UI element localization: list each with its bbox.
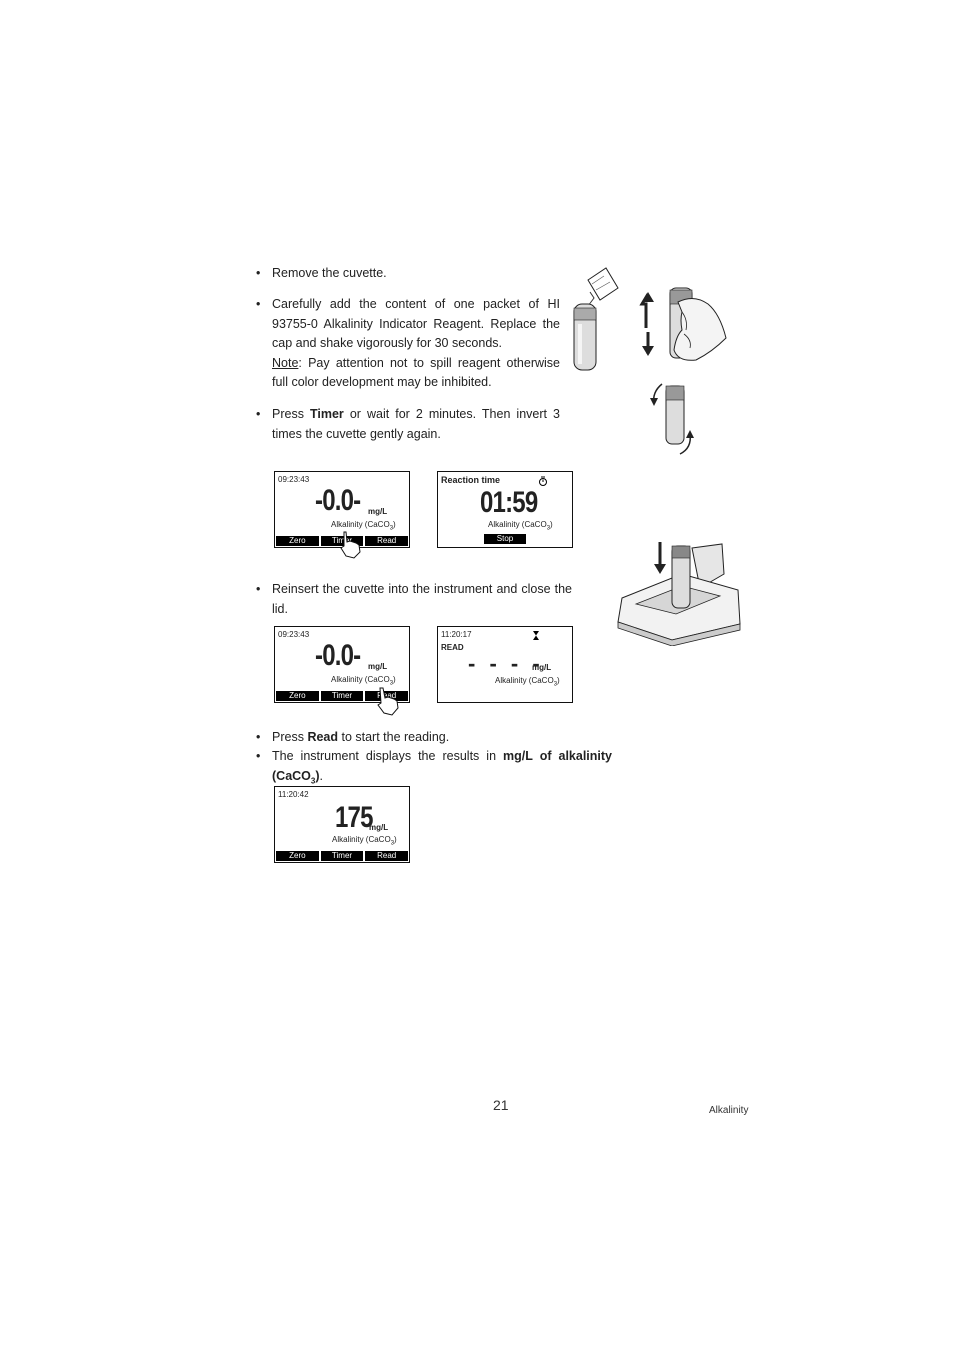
text-pre: Press bbox=[272, 730, 308, 744]
pointing-hand-icon bbox=[377, 687, 399, 716]
read-button[interactable]: Read bbox=[365, 851, 409, 861]
step-text: Press Read to start the reading. bbox=[272, 728, 572, 748]
read-button[interactable]: Read bbox=[365, 536, 409, 546]
softkey-bar: Zero Timer Read bbox=[276, 691, 409, 701]
zero-button[interactable]: Zero bbox=[276, 851, 319, 861]
text-post: or wait for 2 minutes. Then invert 3 tim… bbox=[272, 407, 560, 441]
page-number: 21 bbox=[493, 1097, 509, 1113]
note-label: Note bbox=[272, 355, 299, 370]
step-text: Carefully add the content of one packet … bbox=[272, 295, 560, 393]
bullet-dot: • bbox=[256, 266, 261, 280]
pointing-hand-icon bbox=[340, 531, 361, 559]
measurement-value: -0.0- bbox=[315, 639, 361, 672]
lcd-screen-result: 11:20:42 175 mg/L Alkalinity (CaCO3) Zer… bbox=[274, 786, 410, 863]
lcd-screen-zero-2: 09:23:43 -0.0- mg/L Alkalinity (CaCO3) Z… bbox=[274, 626, 410, 703]
zero-button[interactable]: Zero bbox=[276, 691, 319, 701]
parameter-label: Alkalinity (CaCO3) bbox=[488, 520, 553, 532]
measurement-value: -0.0- bbox=[315, 484, 361, 517]
reagent-packet-illustration bbox=[573, 267, 619, 371]
read-keyword: Read bbox=[307, 730, 339, 744]
unit-label: mg/L bbox=[368, 507, 388, 516]
result-value: 175 bbox=[335, 801, 373, 834]
zero-button[interactable]: Zero bbox=[276, 536, 319, 546]
step-text: Reinsert the cuvette into the instrument… bbox=[272, 582, 572, 616]
step-text: The instrument displays the results in m… bbox=[272, 747, 612, 791]
parameter-label: Alkalinity (CaCO3) bbox=[495, 676, 560, 688]
bullet-dot: • bbox=[256, 582, 261, 596]
screen-title: Reaction time bbox=[441, 475, 501, 485]
parameter-label: Alkalinity (CaCO3) bbox=[332, 835, 397, 847]
read-button[interactable]: Read bbox=[365, 691, 409, 701]
section-footer: Alkalinity bbox=[709, 1105, 749, 1116]
stopwatch-icon bbox=[539, 476, 547, 486]
instrument-insert-illustration bbox=[617, 542, 741, 646]
timer-keyword: Timer bbox=[309, 407, 344, 421]
mode-label: READ bbox=[441, 643, 464, 652]
text-pre: Press bbox=[272, 407, 310, 421]
bullet-dot: • bbox=[256, 297, 261, 311]
text-pre: The instrument displays the results in bbox=[272, 749, 504, 763]
countdown-value: 01:59 bbox=[480, 486, 538, 519]
timer-button[interactable]: Timer bbox=[320, 851, 364, 861]
bullet-dot: • bbox=[256, 749, 261, 763]
unit-label: mg/L bbox=[369, 823, 389, 832]
parameter-label: Alkalinity (CaCO3) bbox=[331, 520, 396, 532]
bullet-dot: • bbox=[256, 730, 261, 744]
clock: 09:23:43 bbox=[278, 475, 310, 484]
clock: 11:20:42 bbox=[278, 790, 309, 799]
measurement-value: - - - - bbox=[468, 651, 544, 676]
clock: 09:23:43 bbox=[278, 630, 310, 639]
note-text: : Pay attention not to spill reagent oth… bbox=[272, 355, 560, 390]
result-unit-keyword: mg/L of alkalinity (CaCO3) bbox=[272, 749, 612, 785]
lcd-screen-reading: 11:20:17 READ - - - - mg/L Alkalinity (C… bbox=[437, 626, 573, 703]
bullet-dot: • bbox=[256, 407, 261, 421]
softkey-bar: Zero Timer Read bbox=[276, 536, 409, 546]
lcd-screen-reaction-time: Reaction time 01:59 Alkalinity (CaCO3) S… bbox=[437, 471, 573, 548]
shake-cuvette-illustration bbox=[639, 287, 727, 361]
stop-button[interactable]: Stop bbox=[484, 534, 526, 544]
unit-label: mg/L bbox=[368, 662, 388, 671]
step-text: Press Timer or wait for 2 minutes. Then … bbox=[272, 405, 560, 444]
text-post: . bbox=[319, 768, 324, 783]
text-post: to start the reading. bbox=[338, 730, 450, 744]
step-text: Remove the cuvette. bbox=[272, 266, 387, 280]
clock: 11:20:17 bbox=[441, 630, 472, 639]
timer-button[interactable]: Timer bbox=[320, 536, 364, 546]
softkey-bar: Zero Timer Read bbox=[276, 851, 409, 861]
step-instruction: Carefully add the content of one packet … bbox=[272, 297, 560, 350]
parameter-label: Alkalinity (CaCO3) bbox=[331, 675, 396, 687]
unit-label: mg/L bbox=[532, 663, 552, 672]
invert-cuvette-illustration bbox=[650, 383, 694, 455]
timer-button[interactable]: Timer bbox=[320, 691, 364, 701]
lcd-screen-zero: 09:23:43 -0.0- mg/L Alkalinity (CaCO3) Z… bbox=[274, 471, 410, 548]
hourglass-icon bbox=[533, 631, 539, 640]
